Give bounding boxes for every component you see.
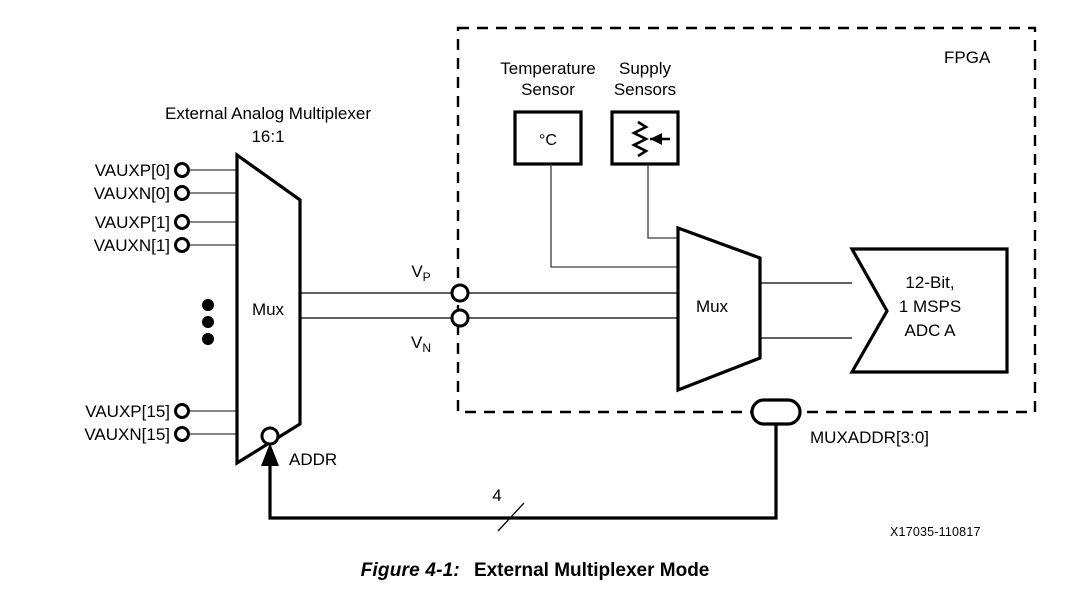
- external-mux-body-label: Mux: [252, 300, 285, 319]
- pin-vp[interactable]: [450, 283, 470, 303]
- fpga-boundary: [456, 26, 1037, 414]
- adc-block[interactable]: [849, 247, 1009, 374]
- pin-vauxn0[interactable]: [174, 185, 190, 201]
- figure-number: Figure 4-1:: [360, 560, 460, 581]
- figure-title: External Multiplexer Mode: [473, 560, 710, 581]
- label-vauxn1: VAUXN[1]: [94, 236, 170, 255]
- supply-sensors-title-line1: Supply: [619, 59, 671, 78]
- pin-vn[interactable]: [450, 308, 470, 328]
- pin-vauxn15[interactable]: [174, 426, 190, 442]
- ellipsis-dot-3: [202, 333, 214, 345]
- figure-caption: Figure 4-1: External Multiplexer Mode: [0, 560, 1070, 582]
- label-vauxn0: VAUXN[0]: [94, 184, 170, 203]
- potentiometer-icon: [631, 120, 670, 158]
- temperature-sensor-title-line1: Temperature: [500, 59, 595, 78]
- external-mux-title-line2: 16:1: [251, 127, 284, 146]
- internal-mux-body[interactable]: [676, 225, 762, 393]
- addr-label: ADDR: [289, 450, 337, 469]
- adc-line2: 1 MSPS: [899, 297, 961, 316]
- external-mux-body[interactable]: [235, 151, 302, 466]
- wire-supply-sensors: [647, 164, 678, 239]
- pin-vauxp1[interactable]: [174, 214, 190, 230]
- label-vn: VN: [411, 333, 431, 355]
- ellipsis-dot-2: [202, 316, 214, 328]
- pin-vauxn1[interactable]: [174, 237, 190, 253]
- label-vauxp15: VAUXP[15]: [85, 402, 170, 421]
- muxaddr-feedback-bus: [268, 424, 778, 520]
- figure-doc-id: X17035-110817: [890, 525, 981, 539]
- ellipsis-dot-1: [202, 299, 214, 311]
- label-vauxp1: VAUXP[1]: [95, 213, 170, 232]
- label-vp: VP: [411, 262, 430, 284]
- pin-vauxp0[interactable]: [174, 162, 190, 178]
- supply-sensors-title-line2: Sensors: [614, 80, 676, 99]
- label-vauxp0: VAUXP[0]: [95, 161, 170, 180]
- muxaddr-pad[interactable]: [750, 398, 802, 426]
- external-mux-title-line1: External Analog Multiplexer: [165, 104, 371, 123]
- adc-line3: ADC A: [904, 321, 956, 340]
- temperature-sensor-title-line2: Sensor: [521, 80, 575, 99]
- pin-addr[interactable]: [260, 426, 280, 446]
- addr-arrow-icon: [261, 443, 279, 466]
- label-vauxn15: VAUXN[15]: [84, 425, 170, 444]
- fpga-label: FPGA: [944, 48, 991, 67]
- celsius-icon: °C: [539, 132, 557, 149]
- wire-temperature-sensor: [550, 164, 678, 268]
- pin-vauxp15[interactable]: [174, 403, 190, 419]
- bus-width-slash: [497, 502, 525, 532]
- bus-width-label: 4: [492, 486, 501, 505]
- adc-line1: 12-Bit,: [905, 273, 954, 292]
- temperature-sensor-box[interactable]: [513, 110, 583, 166]
- internal-mux-body-label: Mux: [696, 297, 729, 316]
- muxaddr-label: MUXADDR[3:0]: [810, 428, 929, 447]
